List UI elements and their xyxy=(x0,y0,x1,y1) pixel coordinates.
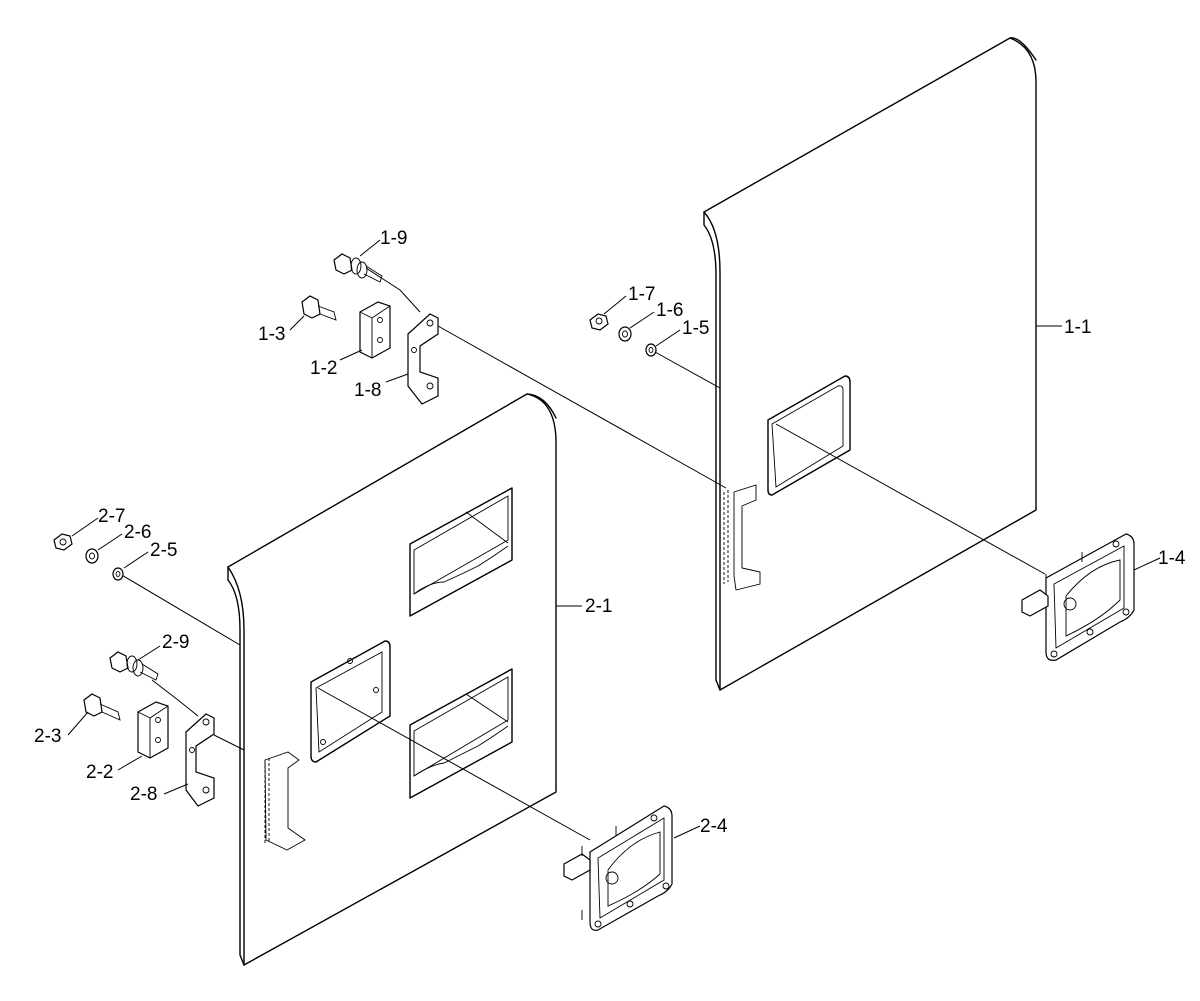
label-1-6: 1-6 xyxy=(656,300,683,321)
part-labels: 1-1 1-2 1-3 1-4 1-5 1-6 1-7 1-8 1-9 2-1 … xyxy=(34,228,1186,837)
side-panel-1-1 xyxy=(703,37,1037,691)
label-2-6: 2-6 xyxy=(124,522,151,543)
door-latch-2-4 xyxy=(563,805,673,931)
label-2-9: 2-9 xyxy=(162,632,189,653)
label-2-1: 2-1 xyxy=(585,596,612,617)
bolt-2-3 xyxy=(83,693,121,721)
label-2-8: 2-8 xyxy=(130,784,157,805)
hinge-plate-2-8 xyxy=(185,713,215,807)
side-panel-2-1 xyxy=(227,393,557,966)
label-2-2: 2-2 xyxy=(86,762,113,783)
bolt-1-9 xyxy=(333,253,383,283)
label-1-1: 1-1 xyxy=(1064,317,1091,338)
hinge-plate-1-8 xyxy=(407,313,439,405)
label-1-5: 1-5 xyxy=(682,318,709,339)
spacer-block-2-2 xyxy=(137,701,169,759)
callout-leaders xyxy=(67,239,1161,839)
washers-2-5-2-6-2-7 xyxy=(53,533,124,581)
label-1-4: 1-4 xyxy=(1158,548,1186,569)
assembly-leader-lines xyxy=(119,267,1062,841)
label-1-7: 1-7 xyxy=(628,284,655,305)
spacer-block-1-2 xyxy=(359,301,391,359)
label-1-8: 1-8 xyxy=(354,380,381,401)
bolt-1-3 xyxy=(301,295,337,321)
label-2-5: 2-5 xyxy=(150,540,177,561)
label-2-3: 2-3 xyxy=(34,726,61,747)
label-1-3: 1-3 xyxy=(258,324,285,345)
bolt-2-9 xyxy=(109,651,159,681)
label-2-4: 2-4 xyxy=(700,816,728,837)
label-2-7: 2-7 xyxy=(98,506,125,527)
label-1-2: 1-2 xyxy=(310,358,337,379)
door-latch-1-4 xyxy=(1021,533,1135,661)
washers-1-5-1-6-1-7 xyxy=(589,313,657,357)
label-1-9: 1-9 xyxy=(380,228,407,249)
